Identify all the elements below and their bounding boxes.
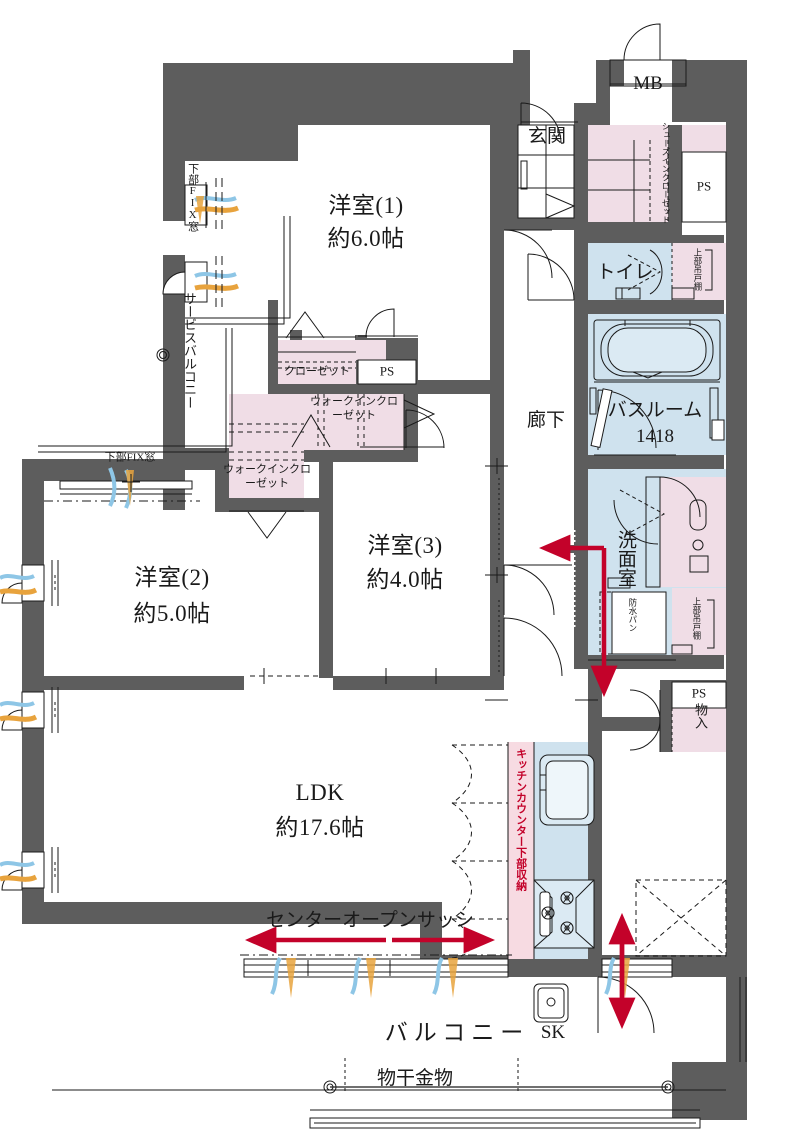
room-label-bedroom1: 洋室(1) [328, 192, 404, 218]
room-label-entrance: 玄関 [527, 126, 567, 148]
storage-label-walk-in-closet-left: ウォークインクローゼット [223, 463, 311, 489]
room-area-ldk: 約17.6帖 [275, 814, 365, 840]
annotation-sk: SK [540, 1022, 566, 1044]
window-layer [0, 178, 673, 998]
storage-label-walk-in-closet-center: ウォークインクローゼット [310, 395, 398, 421]
room-area-bedroom3: 約4.0帖 [366, 566, 444, 592]
storage-label-kitchen-counter: キッチンカウンター下部収納 [514, 748, 527, 891]
room-label-washroom: 洗面室 [614, 530, 636, 587]
storage-label-upper-cabinet-toilet: 上部吊戸棚 [692, 248, 703, 291]
shaft-label-ps-lower-right: PS [691, 685, 707, 701]
storage-label-shoes-in-closet: シューズインクローゼット [661, 122, 671, 224]
room-label-bedroom2: 洋室(2) [134, 564, 210, 590]
room-label-bathroom: バスルーム [607, 400, 703, 422]
room-label-balcony: バルコニー [384, 1019, 530, 1045]
storage-label-waterproof-pan: 防水パン [627, 598, 638, 632]
annotation-fix-window-lower: 下部FIX窓 [104, 451, 156, 464]
annotation-center-open-sash: センターオープンサッシ [266, 910, 474, 932]
storage-label-monoire: 物入 [692, 703, 708, 729]
room-label-toilet: トイレ [596, 262, 654, 284]
room-area-bedroom2: 約5.0帖 [133, 600, 211, 626]
room-label-service-balcony: サービスバルコニー [181, 292, 197, 409]
storage-label-closet: クローゼット [284, 365, 350, 378]
room-size-bathroom: 1418 [636, 426, 674, 448]
shaft-label-ps-center: PS [379, 363, 395, 379]
room-label-ldk: LDK [295, 779, 345, 805]
room-label-corridor: 廊下 [526, 410, 566, 432]
shaft-label-ps-top-right: PS [696, 178, 712, 194]
annotation-fix-window-upper: 下部FIX窓 [186, 163, 199, 232]
annotation-drying-hardware: 物干金物 [376, 1068, 454, 1090]
annotation-arrows [244, 534, 636, 1030]
storage-label-upper-cabinet-washroom: 上部吊戸棚 [691, 597, 702, 640]
fixture-layer [38, 23, 747, 1129]
room-label-bedroom3: 洋室(3) [367, 532, 443, 558]
shaft-label-mb: MB [633, 73, 663, 95]
room-area-bedroom1: 約6.0帖 [327, 225, 405, 251]
